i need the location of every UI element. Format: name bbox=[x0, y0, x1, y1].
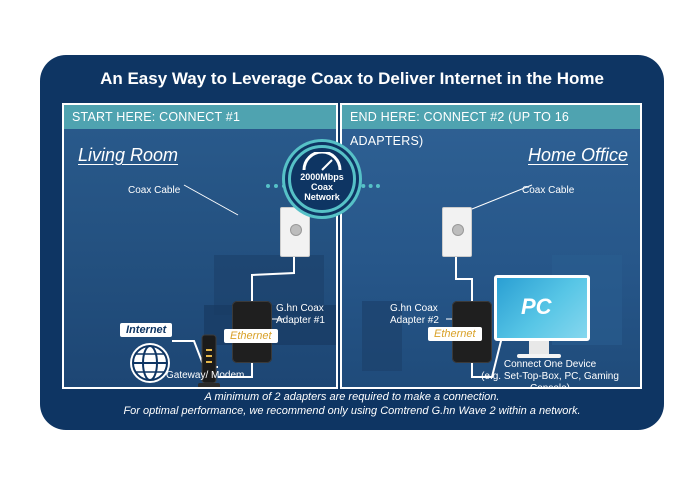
pc-base bbox=[517, 354, 561, 358]
footer-line-2: For optimal performance, we recommend on… bbox=[123, 405, 581, 417]
left-signal-dots bbox=[266, 184, 286, 192]
wall-coax-outlet bbox=[280, 207, 310, 257]
coax-connector-icon bbox=[290, 224, 302, 236]
coax-connector-icon-2 bbox=[452, 224, 464, 236]
coax-network-speed-badge: 2000Mbps Coax Network bbox=[288, 145, 356, 213]
wall-coax-outlet-2 bbox=[442, 207, 472, 257]
left-ethernet-label: Ethernet bbox=[224, 329, 278, 343]
room-title-home-office: Home Office bbox=[528, 145, 629, 165]
internet-label: Internet bbox=[120, 323, 173, 337]
footer-note: A minimum of 2 adapters are required to … bbox=[40, 390, 664, 418]
right-coax-cable-label: Coax Cable bbox=[522, 185, 575, 196]
pc-monitor-icon: PC bbox=[494, 275, 590, 341]
pc-label: PC bbox=[521, 294, 552, 319]
page-title: An Easy Way to Leverage Coax to Deliver … bbox=[100, 69, 604, 88]
connect-device-label: Connect One Device (e.g. Set-Top-Box, PC… bbox=[481, 359, 619, 389]
adapter-1-label: G.hn Coax Adapter #1 bbox=[276, 303, 325, 326]
right-panel-header: END HERE: CONNECT #2 (UP TO 16 ADAPTERS) bbox=[342, 105, 640, 148]
speedometer-icon bbox=[302, 152, 342, 171]
gateway-modem-icon bbox=[198, 334, 220, 387]
gateway-modem-label: Gateway/ Modem bbox=[166, 370, 245, 381]
right-signal-dots bbox=[354, 184, 380, 192]
living-room-panel: START HERE: CONNECT #1 Living Room Coax … bbox=[62, 103, 338, 389]
home-office-panel: END HERE: CONNECT #2 (UP TO 16 ADAPTERS)… bbox=[340, 103, 642, 389]
footer-line-1: A minimum of 2 adapters are required to … bbox=[204, 391, 500, 403]
pc-stand bbox=[529, 341, 549, 355]
adapter-2-label: G.hn Coax Adapter #2 bbox=[390, 303, 439, 326]
right-ethernet-label: Ethernet bbox=[428, 327, 482, 341]
infographic-card: An Easy Way to Leverage Coax to Deliver … bbox=[40, 55, 664, 430]
room-title-living-room: Living Room bbox=[78, 145, 179, 165]
left-coax-cable-label: Coax Cable bbox=[128, 185, 181, 196]
globe-icon bbox=[130, 343, 170, 383]
left-panel-header: START HERE: CONNECT #1 bbox=[64, 105, 336, 129]
